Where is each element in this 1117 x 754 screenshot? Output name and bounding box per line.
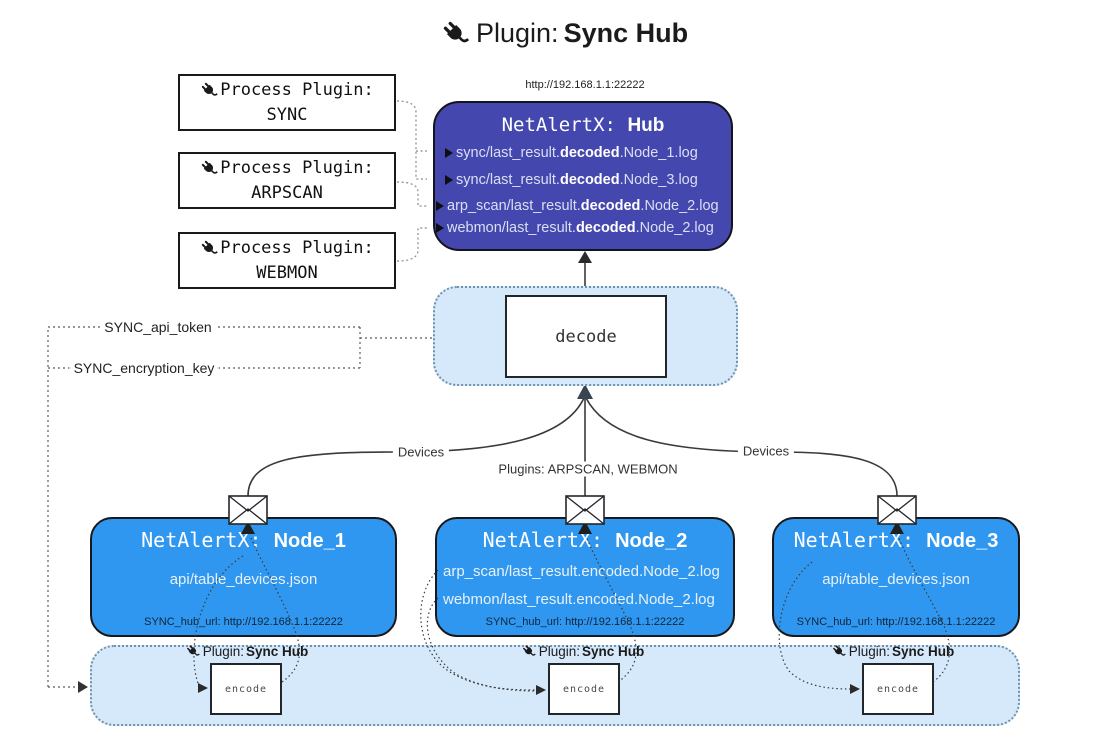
decode-label: decode xyxy=(555,326,617,347)
page-title-name: Sync Hub xyxy=(563,18,689,48)
arrowhead-into-bottom-band xyxy=(78,681,88,693)
arrowhead-into-decode-band xyxy=(577,384,593,399)
process-plugin-label: Process Plugin: xyxy=(220,237,374,258)
node-3-box: NetAlertX: Node_3 api/table_devices.json… xyxy=(772,517,1020,637)
arrowhead-into-hub xyxy=(578,251,592,263)
sync-api-token-label: SYNC_api_token xyxy=(100,319,216,335)
plug-icon xyxy=(441,19,471,49)
node-line: api/table_devices.json xyxy=(822,571,970,588)
page-title-prefix: Plugin: xyxy=(476,18,559,48)
arrow-right-icon xyxy=(445,148,453,158)
node-line: api/table_devices.json xyxy=(169,571,318,588)
node-title: NetAlertX: Node_1 xyxy=(141,528,346,552)
arrow-right-icon xyxy=(436,201,444,211)
encoder-plugin-label: Plugin: Sync Hub xyxy=(522,644,644,659)
encode-label: encode xyxy=(562,683,606,695)
process-plugin-name: ARPSCAN xyxy=(251,182,323,203)
encode-label: encode xyxy=(876,683,920,695)
plug-icon xyxy=(200,239,219,258)
sync-encryption-key-label: SYNC_encryption_key xyxy=(69,360,219,376)
process-plugin-webmon: Process Plugin: WEBMON xyxy=(178,232,396,289)
node-to-decode-curves xyxy=(247,397,898,497)
node-line: webmon/last_result.encoded.Node_2.log xyxy=(443,591,715,608)
encode-box-2: encode xyxy=(548,663,620,715)
node-title: NetAlertX: Node_2 xyxy=(482,528,688,552)
plug-icon xyxy=(200,81,219,100)
hub-log-line: sync/last_result.decoded.Node_3.log xyxy=(445,172,698,188)
arrow-right-icon xyxy=(445,175,453,185)
node-2-box: NetAlertX: Node_2 arp_scan/last_result.e… xyxy=(435,517,735,637)
node-1-box: NetAlertX: Node_1 api/table_devices.json… xyxy=(90,517,397,637)
devices-left-label: Devices xyxy=(392,444,450,460)
process-plugin-arpscan: Process Plugin: ARPSCAN xyxy=(178,152,396,209)
encoder-plugin-label: Plugin: Sync Hub xyxy=(832,644,954,659)
hub-title: NetAlertX: Hub xyxy=(501,114,665,136)
decode-box: decode xyxy=(505,295,667,378)
hub-log-line: webmon/last_result.decoded.Node_2.log xyxy=(436,220,714,236)
node-line: arp_scan/last_result.encoded.Node_2.log xyxy=(443,563,720,580)
encode-box-1: encode xyxy=(210,663,282,715)
process-plugin-sync: Process Plugin: SYNC xyxy=(178,74,396,131)
encode-label: encode xyxy=(224,683,268,695)
page-title: Plugin: Sync Hub xyxy=(441,18,688,49)
hub-url: http://192.168.1.1:22222 xyxy=(525,79,645,91)
process-plugin-label: Process Plugin: xyxy=(220,79,374,100)
hub-log-line: sync/last_result.decoded.Node_1.log xyxy=(445,145,698,161)
plugins-mid-label: Plugins: ARPSCAN, WEBMON xyxy=(493,461,683,477)
devices-right-label: Devices xyxy=(737,443,795,459)
encode-box-3: encode xyxy=(862,663,934,715)
node-footer: SYNC_hub_url: http://192.168.1.1:22222 xyxy=(485,616,685,628)
plug-icon xyxy=(832,644,847,659)
node-title: NetAlertX: Node_3 xyxy=(793,528,999,552)
process-plugin-name: SYNC xyxy=(266,104,308,125)
arrow-right-icon xyxy=(436,223,444,233)
plug-icon xyxy=(522,644,537,659)
node-footer: SYNC_hub_url: http://192.168.1.1:22222 xyxy=(796,616,996,628)
plugin-dotted-elbows xyxy=(396,100,427,262)
process-plugin-name: WEBMON xyxy=(256,262,318,283)
plug-icon xyxy=(186,644,201,659)
hub-box: NetAlertX: Hub sync/last_result.decoded.… xyxy=(433,101,733,251)
encoder-plugin-label: Plugin: Sync Hub xyxy=(186,644,308,659)
hub-log-line: arp_scan/last_result.decoded.Node_2.log xyxy=(436,198,719,214)
process-plugin-label: Process Plugin: xyxy=(220,157,374,178)
plug-icon xyxy=(200,159,219,178)
node-footer: SYNC_hub_url: http://192.168.1.1:22222 xyxy=(144,616,343,628)
